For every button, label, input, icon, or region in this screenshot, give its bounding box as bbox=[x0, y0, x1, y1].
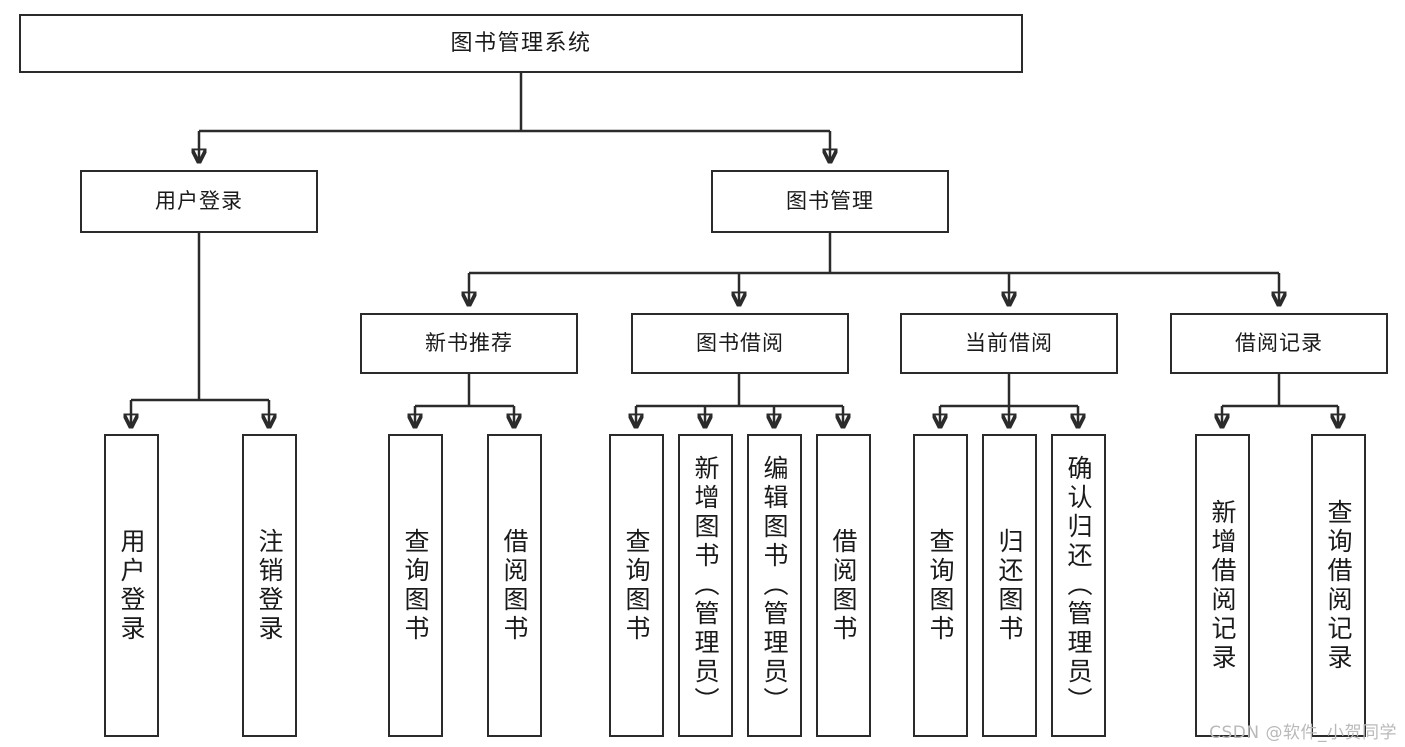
node-label: 借阅图书 bbox=[500, 527, 529, 644]
node-label: 借阅图书 bbox=[829, 527, 858, 644]
node-label: 用户登录 bbox=[155, 189, 243, 214]
node-leaf-borrow-book-1[interactable]: 借阅图书 bbox=[487, 434, 542, 737]
node-leaf-add-book[interactable]: 新增图书（管理员） bbox=[678, 434, 733, 737]
node-label: 新书推荐 bbox=[425, 331, 513, 356]
node-label: 编辑图书（管理员） bbox=[760, 455, 789, 716]
node-book-manage[interactable]: 图书管理 bbox=[711, 170, 949, 233]
node-label: 查询图书 bbox=[926, 527, 955, 644]
node-label: 归还图书 bbox=[995, 527, 1024, 644]
node-leaf-user-login[interactable]: 用户登录 bbox=[104, 434, 159, 737]
node-label: 查询借阅记录 bbox=[1324, 498, 1353, 673]
node-leaf-confirm-return[interactable]: 确认归还（管理员） bbox=[1051, 434, 1106, 737]
node-leaf-query-book-2[interactable]: 查询图书 bbox=[609, 434, 664, 737]
node-leaf-logout[interactable]: 注销登录 bbox=[242, 434, 297, 737]
node-label: 注销登录 bbox=[255, 527, 284, 644]
node-label: 借阅记录 bbox=[1235, 331, 1323, 356]
node-leaf-edit-book[interactable]: 编辑图书（管理员） bbox=[747, 434, 802, 737]
node-label: 用户登录 bbox=[117, 527, 146, 644]
node-leaf-return-book[interactable]: 归还图书 bbox=[982, 434, 1037, 737]
node-borrow-record[interactable]: 借阅记录 bbox=[1170, 313, 1388, 374]
node-new-book-recommend[interactable]: 新书推荐 bbox=[360, 313, 578, 374]
node-root-system[interactable]: 图书管理系统 bbox=[19, 14, 1023, 73]
node-label: 确认归还（管理员） bbox=[1064, 455, 1093, 716]
node-label: 图书管理 bbox=[786, 189, 874, 214]
node-current-borrow[interactable]: 当前借阅 bbox=[900, 313, 1118, 374]
node-label: 图书管理系统 bbox=[450, 30, 592, 56]
node-user-login[interactable]: 用户登录 bbox=[80, 170, 318, 233]
node-book-borrow[interactable]: 图书借阅 bbox=[631, 313, 849, 374]
node-label: 图书借阅 bbox=[696, 331, 784, 356]
node-label: 新增借阅记录 bbox=[1208, 498, 1237, 673]
node-label: 新增图书（管理员） bbox=[691, 455, 720, 716]
node-leaf-borrow-book-2[interactable]: 借阅图书 bbox=[816, 434, 871, 737]
node-leaf-query-book-3[interactable]: 查询图书 bbox=[913, 434, 968, 737]
node-leaf-add-record[interactable]: 新增借阅记录 bbox=[1195, 434, 1250, 737]
node-label: 查询图书 bbox=[622, 527, 651, 644]
node-leaf-query-record[interactable]: 查询借阅记录 bbox=[1311, 434, 1366, 737]
node-leaf-query-book-1[interactable]: 查询图书 bbox=[388, 434, 443, 737]
node-label: 查询图书 bbox=[401, 527, 430, 644]
node-label: 当前借阅 bbox=[965, 331, 1053, 356]
